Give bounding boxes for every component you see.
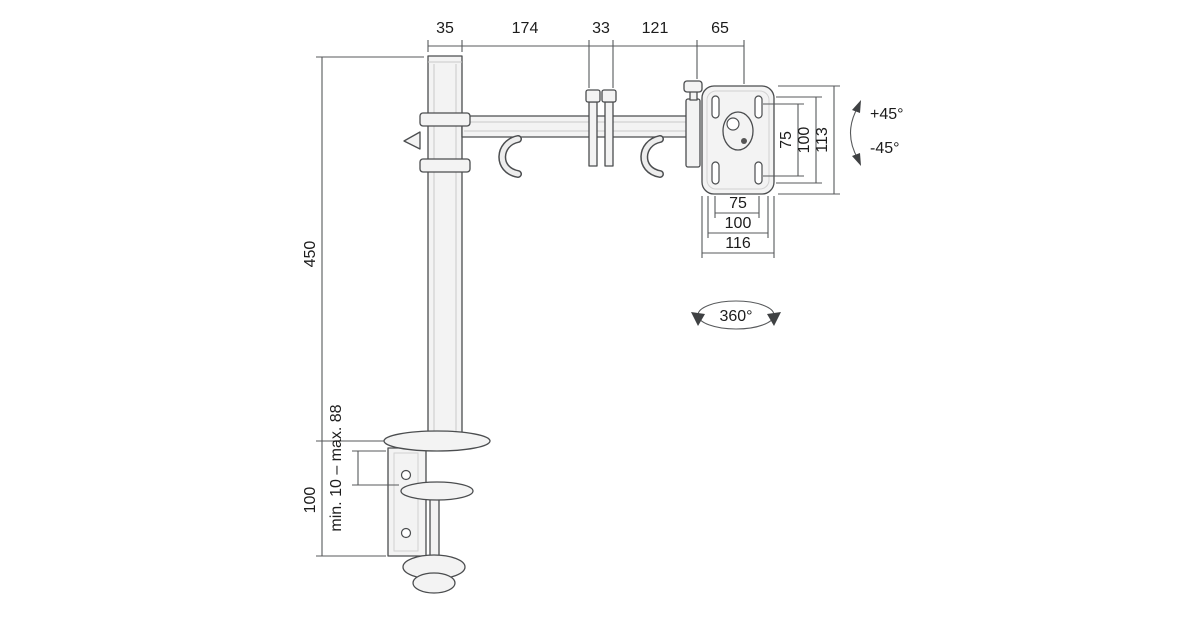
rotation-annotation: 360° — [691, 300, 781, 330]
bracket-hole-lower — [400, 527, 412, 539]
arm-joint-bolt-1 — [585, 89, 601, 103]
dim-vesa-offset: 65 — [711, 20, 729, 37]
tilt-annotation: +45° -45° — [849, 100, 904, 166]
vesa-vertical-dimensions: 75 100 113 — [763, 85, 840, 195]
vesa-slot-top-right — [754, 95, 763, 119]
clamp-knob-base — [412, 572, 456, 594]
dim-pole-diameter: 35 — [436, 20, 454, 37]
pole-clamp-upper-ring — [419, 112, 471, 127]
vesa-joint-knob — [683, 80, 703, 93]
arm-joint-plate-2 — [604, 101, 614, 167]
desk-pad — [383, 430, 491, 452]
left-dimensions: 450 100 min. 10 – max. 88 — [302, 56, 424, 557]
dim-vesa-plate-width: 116 — [725, 235, 751, 252]
vesa-slot-bottom-left — [711, 161, 720, 185]
vesa-horizontal-dimensions: 75 100 116 — [701, 195, 775, 258]
clamp-lever — [403, 131, 421, 150]
arm-tube — [461, 115, 689, 138]
dim-arm-segment-1: 174 — [512, 20, 539, 37]
dim-vesa-plate-height: 113 — [814, 127, 831, 153]
dim-clamp-range: min. 10 – max. 88 — [328, 404, 345, 531]
arm-joint-plate-1 — [588, 101, 598, 167]
top-dimensions: 35 174 33 121 65 — [427, 20, 745, 88]
dim-vesa-100-vertical: 100 — [796, 127, 813, 154]
tilt-down-label: -45° — [870, 140, 900, 157]
vesa-hub-hole — [726, 117, 740, 131]
monitor-arm-drawing — [383, 55, 775, 594]
dim-vesa-75-horizontal: 75 — [729, 195, 747, 212]
dim-pole-height: 450 — [302, 241, 319, 268]
dim-vesa-75-vertical: 75 — [778, 131, 795, 149]
tilt-up-label: +45° — [870, 106, 904, 123]
clamp-lower-jaw — [400, 481, 474, 501]
dim-vesa-100-horizontal: 100 — [725, 215, 752, 232]
pole-clamp-lower-ring — [419, 158, 471, 173]
rotation-label: 360° — [719, 308, 752, 325]
vesa-joint-plate — [685, 98, 701, 168]
rotation-arrow-left — [691, 312, 705, 326]
vesa-slot-bottom-right — [754, 161, 763, 185]
dim-arm-joint-width: 33 — [592, 20, 610, 37]
bracket-hole-upper — [400, 469, 412, 481]
rotation-arrow-right — [767, 312, 781, 326]
tilt-arrow-down — [852, 153, 861, 166]
dim-arm-segment-2: 121 — [642, 20, 669, 37]
arm-joint-bolt-2 — [601, 89, 617, 103]
clamp-screw-shaft — [429, 498, 440, 562]
dim-clamp-height: 100 — [302, 487, 319, 514]
vesa-slot-top-left — [711, 95, 720, 119]
vesa-hub-screw — [741, 138, 747, 144]
vesa-hub — [722, 111, 754, 151]
tilt-arrow-up — [852, 100, 861, 113]
